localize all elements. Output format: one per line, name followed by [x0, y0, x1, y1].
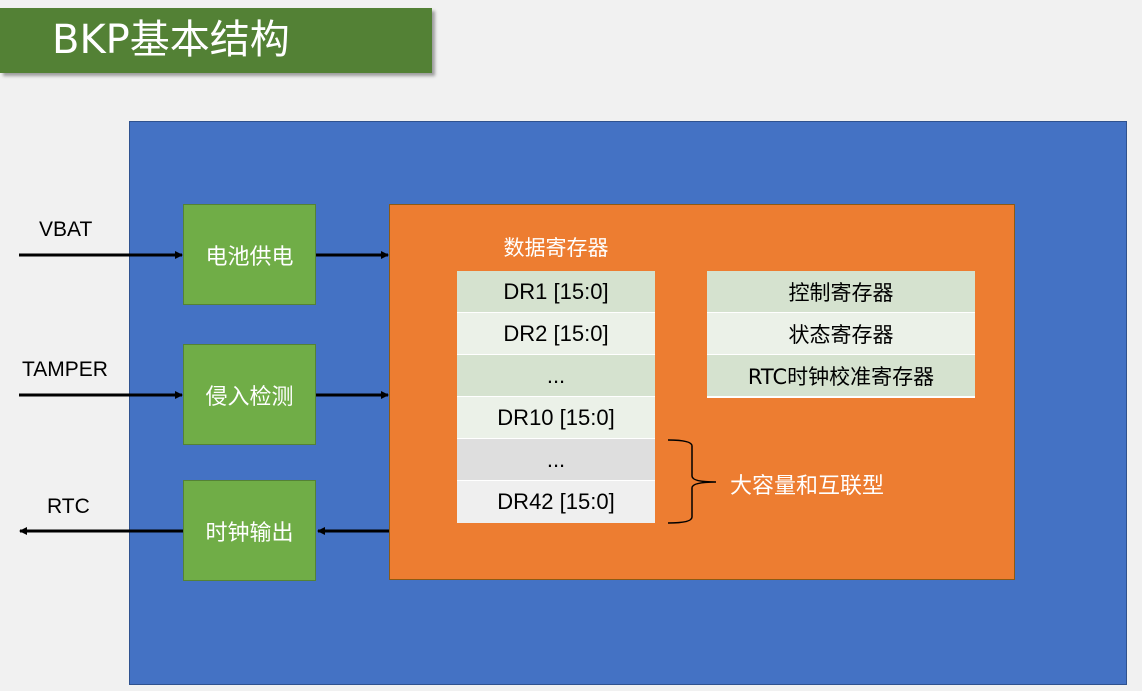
data-register-row: ...	[457, 355, 655, 397]
data-register-row: ...	[457, 439, 655, 481]
signal-label-vbat: VBAT	[39, 218, 93, 241]
signal-label-tamper: TAMPER	[22, 358, 108, 381]
module-label: 侵入检测	[205, 384, 294, 410]
brace-note: 大容量和互联型	[730, 474, 885, 499]
control-register-table: 控制寄存器 状态寄存器 RTC时钟校准寄存器	[707, 271, 975, 398]
module-label: 电池供电	[205, 244, 294, 270]
module-tamper-detection: 侵入检测	[183, 344, 316, 445]
data-register-table: DR1 [15:0] DR2 [15:0] ... DR10 [15:0] ..…	[457, 271, 655, 523]
data-register-row: DR42 [15:0]	[457, 481, 655, 523]
data-registers-title: 数据寄存器	[503, 236, 609, 260]
data-register-row: DR2 [15:0]	[457, 313, 655, 355]
data-register-row: DR10 [15:0]	[457, 397, 655, 439]
data-register-row: DR1 [15:0]	[457, 271, 655, 313]
module-label: 时钟输出	[205, 520, 294, 546]
brace-icon	[667, 439, 717, 524]
module-clock-output: 时钟输出	[183, 480, 316, 581]
title-bar: BKP基本结构	[0, 8, 432, 73]
control-register-row: RTC时钟校准寄存器	[707, 355, 975, 397]
module-battery-supply: 电池供电	[183, 204, 316, 305]
control-register-row: 状态寄存器	[707, 313, 975, 355]
signal-label-rtc: RTC	[47, 495, 90, 518]
page-title: BKP基本结构	[52, 17, 290, 63]
control-register-row: 控制寄存器	[707, 271, 975, 313]
